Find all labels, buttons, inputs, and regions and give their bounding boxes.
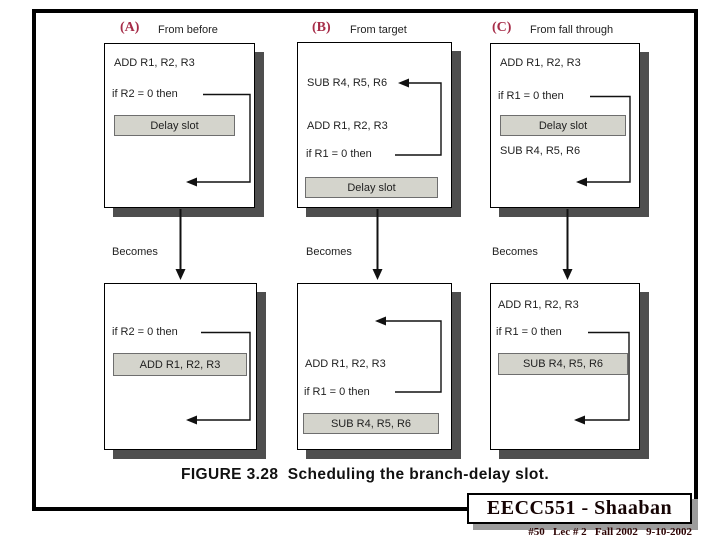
panel-c-after-instr1: ADD R1, R2, R3 — [498, 299, 579, 311]
panel-b-becomes-label: Becomes — [306, 246, 352, 258]
panel-a-label: (A) — [120, 20, 140, 35]
panel-b-after-instr1: ADD R1, R2, R3 — [305, 358, 386, 370]
footer-course-box: EECC551 - Shaaban — [467, 493, 692, 524]
panel-c-delay-slot: Delay slot — [500, 115, 626, 136]
panel-b-label: (B) — [312, 20, 331, 35]
panel-a-before-branch: if R2 = 0 then — [112, 88, 178, 100]
panel-c-title: From fall through — [530, 24, 614, 36]
panel-a-before-instr1: ADD R1, R2, R3 — [114, 57, 195, 69]
figure-caption: FIGURE 3.28 Scheduling the branch-delay … — [180, 466, 550, 483]
panel-a-title: From before — [158, 24, 218, 36]
panel-b-after-scheduled: SUB R4, R5, R6 — [303, 413, 439, 434]
panel-c-label: (C) — [492, 20, 512, 35]
panel-c-before-instr1: ADD R1, R2, R3 — [500, 57, 581, 69]
footer-lecture-info: #50 Lec # 2 Fall 2002 9-10-2002 — [528, 526, 692, 538]
panel-a-becomes-label: Becomes — [112, 246, 158, 258]
panel-c-before-branch: if R1 = 0 then — [498, 90, 564, 102]
panel-c-before-fall: SUB R4, R5, R6 — [500, 145, 581, 157]
footer-course-title: EECC551 - Shaaban — [486, 497, 673, 519]
panel-b-before-branch: if R1 = 0 then — [306, 148, 372, 160]
panel-a-after-scheduled: ADD R1, R2, R3 — [113, 353, 247, 376]
panel-b-before-instr1: ADD R1, R2, R3 — [307, 120, 388, 132]
panel-a-delay-slot: Delay slot — [114, 115, 235, 136]
panel-b-after-branch: if R1 = 0 then — [304, 386, 370, 398]
slide-border-frame — [32, 9, 698, 511]
panel-b-delay-slot: Delay slot — [305, 177, 438, 198]
panel-b-before-target: SUB R4, R5, R6 — [307, 77, 388, 89]
panel-c-becomes-label: Becomes — [492, 246, 538, 258]
panel-b-title: From target — [350, 24, 407, 36]
panel-c-after-scheduled: SUB R4, R5, R6 — [498, 353, 628, 375]
panel-a-after-branch: if R2 = 0 then — [112, 326, 178, 338]
panel-c-after-branch: if R1 = 0 then — [496, 326, 562, 338]
